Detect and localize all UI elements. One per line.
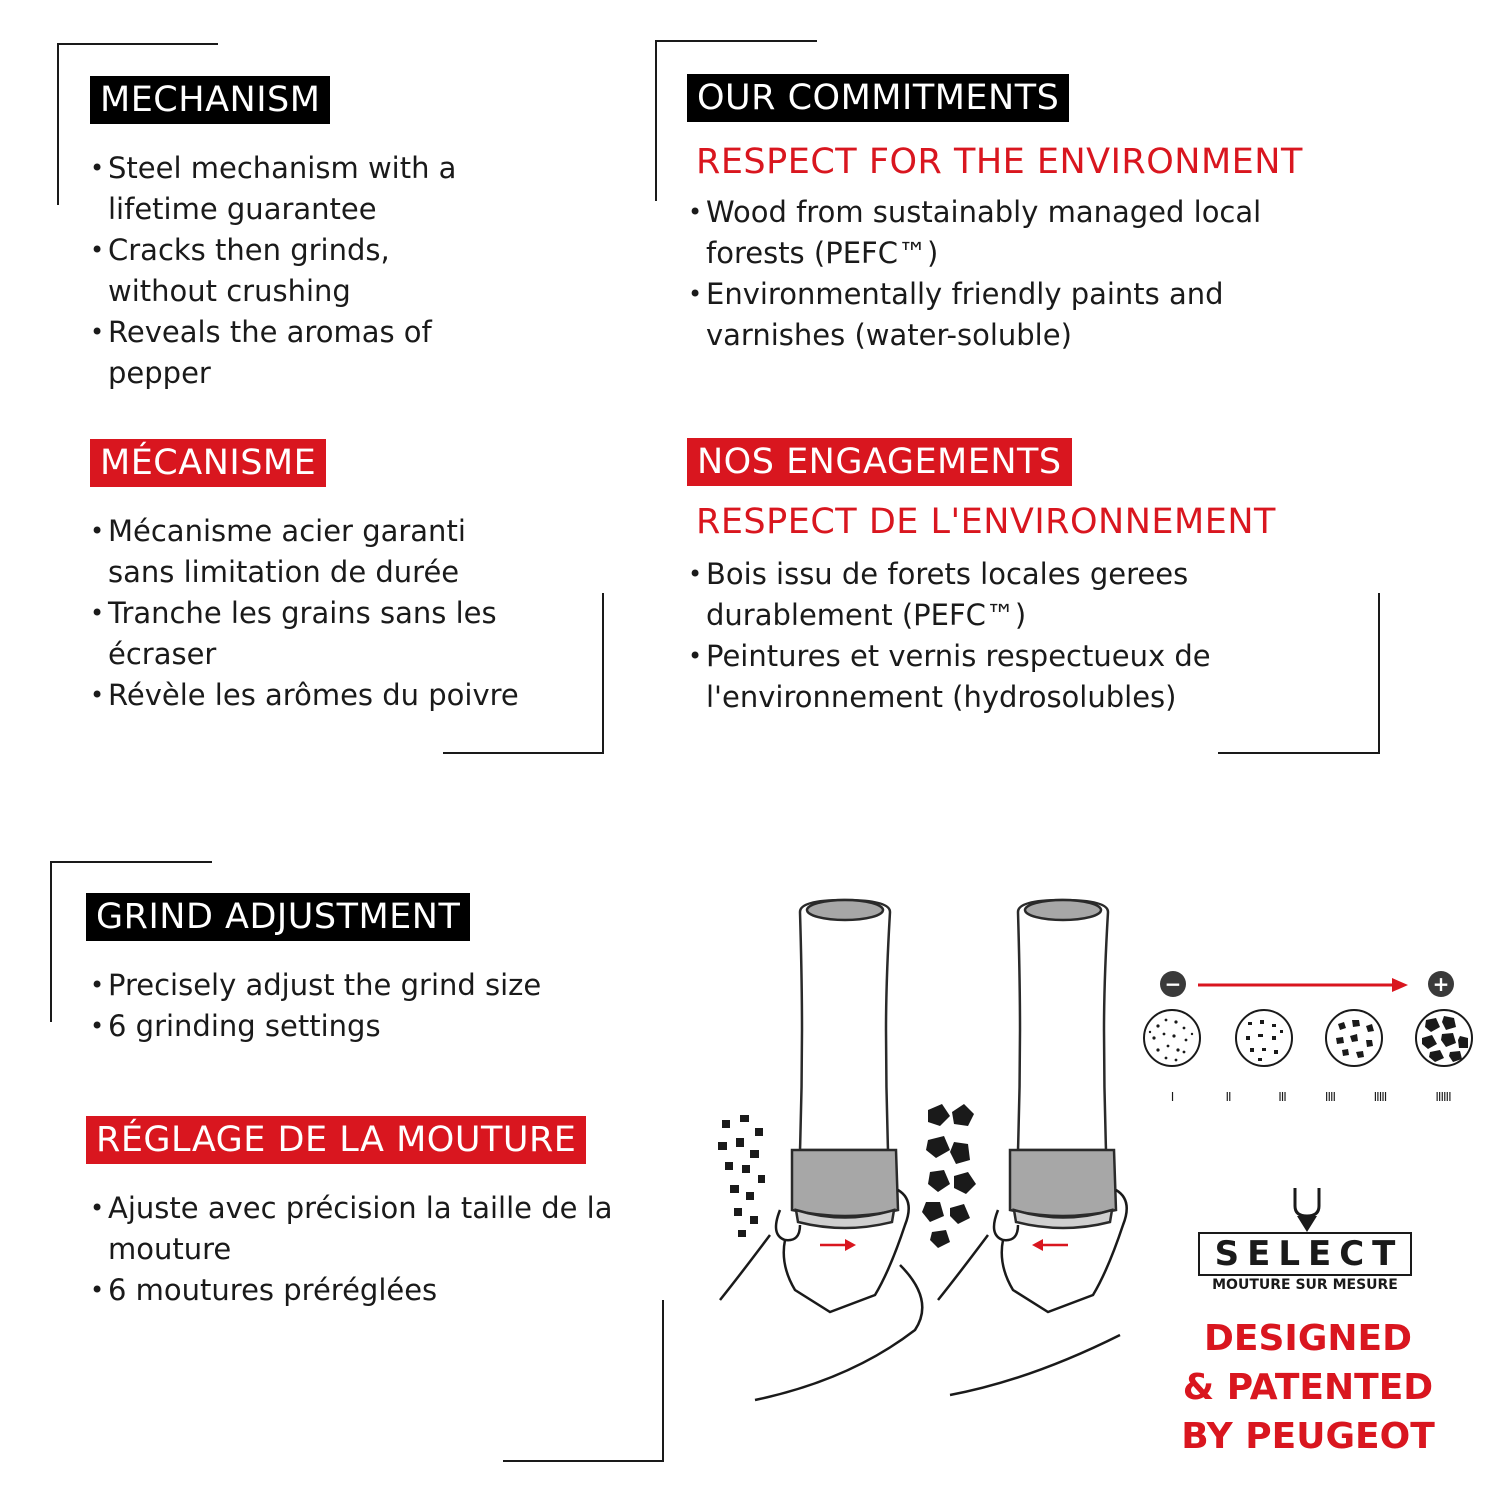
minus-icon [1160,971,1186,997]
list-item: Ajuste avec précision la taille de la mo… [90,1188,650,1270]
bracket-engagements-bottom-right [1218,593,1380,754]
select-logo-text: SELECT [1198,1232,1412,1276]
right-arrow-left [1032,1239,1068,1251]
grind-circle-medium-coarse [1325,1009,1383,1067]
bracket-commitments-top-left [655,40,817,201]
list-item: Cracks then grinds, without crushing [90,230,500,312]
select-logo-subtitle: MOUTURE SUR MESURE [1212,1277,1398,1293]
tagline-line-1: DESIGNED [1204,1318,1412,1359]
bracket-mecanisme-bottom-right [443,593,604,754]
list-item: 6 grinding settings [90,1006,650,1047]
coarse-pepper-particles [922,1104,976,1248]
grind-level-5: IIIII [1373,1090,1388,1104]
minus-icon-glyph: − [1164,972,1182,996]
list-item: Wood from sustainably managed local fore… [688,192,1368,274]
list-item: 6 moutures préréglées [90,1270,650,1311]
commitments-list: Wood from sustainably managed local fore… [688,192,1368,356]
list-item: Reveals the aromas of pepper [90,312,500,394]
tagline-line-2: & PATENTED [1182,1367,1434,1408]
reglage-list: Ajuste avec précision la taille de la mo… [90,1188,650,1311]
engagements-list: Bois issu de forets locales gerees durab… [688,554,1368,718]
mechanism-list: Steel mechanism with a lifetime guarante… [90,148,500,394]
grind-level-3: III [1278,1090,1287,1104]
grind-level-2: II [1225,1090,1231,1104]
grind-circle-fine [1143,1009,1201,1067]
commitments-subtitle: RESPECT FOR THE ENVIRONMENT [696,142,1303,182]
engagements-subtitle: RESPECT DE L'ENVIRONNEMENT [696,502,1276,542]
grind-circle-coarse [1415,1009,1473,1067]
grind-size-circles [1143,1009,1473,1067]
grind-circle-medium-fine [1235,1009,1293,1067]
bracket-reglage-bottom-right [503,1300,664,1462]
bracket-mechanism-top-left [57,43,218,205]
left-hand [719,1188,924,1402]
u-select-logo-mark [1293,1188,1321,1232]
commitments-title: OUR COMMITMENTS [687,74,1070,122]
left-arrow-right [820,1239,856,1251]
bracket-grind-top-left [50,861,212,1022]
fine-pepper-particles [718,1115,765,1237]
list-item: Environmentally friendly paints and varn… [688,274,1368,356]
list-item: Mécanisme acier garanti sans limitation … [90,511,530,593]
pepper-mill-illustration [718,898,1128,1402]
list-item: Bois issu de forets locales gerees durab… [688,554,1368,636]
scale-arrow [1198,978,1408,992]
grind-level-1: I [1170,1090,1175,1104]
plus-icon-glyph: + [1432,972,1450,996]
mecanisme-list: Mécanisme acier garanti sans limitation … [90,511,530,716]
grind-list: Precisely adjust the grind size 6 grindi… [90,965,650,1047]
grind-title: GRIND ADJUSTMENT [86,893,471,941]
right-hand [937,1188,1128,1397]
list-item: Révèle les arômes du poivre [90,675,530,716]
grind-level-6: IIIIII [1435,1090,1451,1104]
engagements-title: NOS ENGAGEMENTS [687,438,1072,486]
plus-icon [1428,971,1454,997]
grind-level-4: IIII [1324,1090,1336,1104]
left-mill [790,898,900,1230]
mechanism-title: MECHANISM [90,76,331,124]
right-mill [1008,898,1118,1230]
tagline-line-3: BY PEUGEOT [1181,1416,1435,1457]
reglage-title: RÉGLAGE DE LA MOUTURE [86,1116,587,1164]
list-item: Tranche les grains sans les écraser [90,593,530,675]
mecanisme-title: MÉCANISME [90,439,327,487]
list-item: Steel mechanism with a lifetime guarante… [90,148,500,230]
list-item: Peintures et vernis respectueux de l'env… [688,636,1368,718]
list-item: Precisely adjust the grind size [90,965,650,1006]
